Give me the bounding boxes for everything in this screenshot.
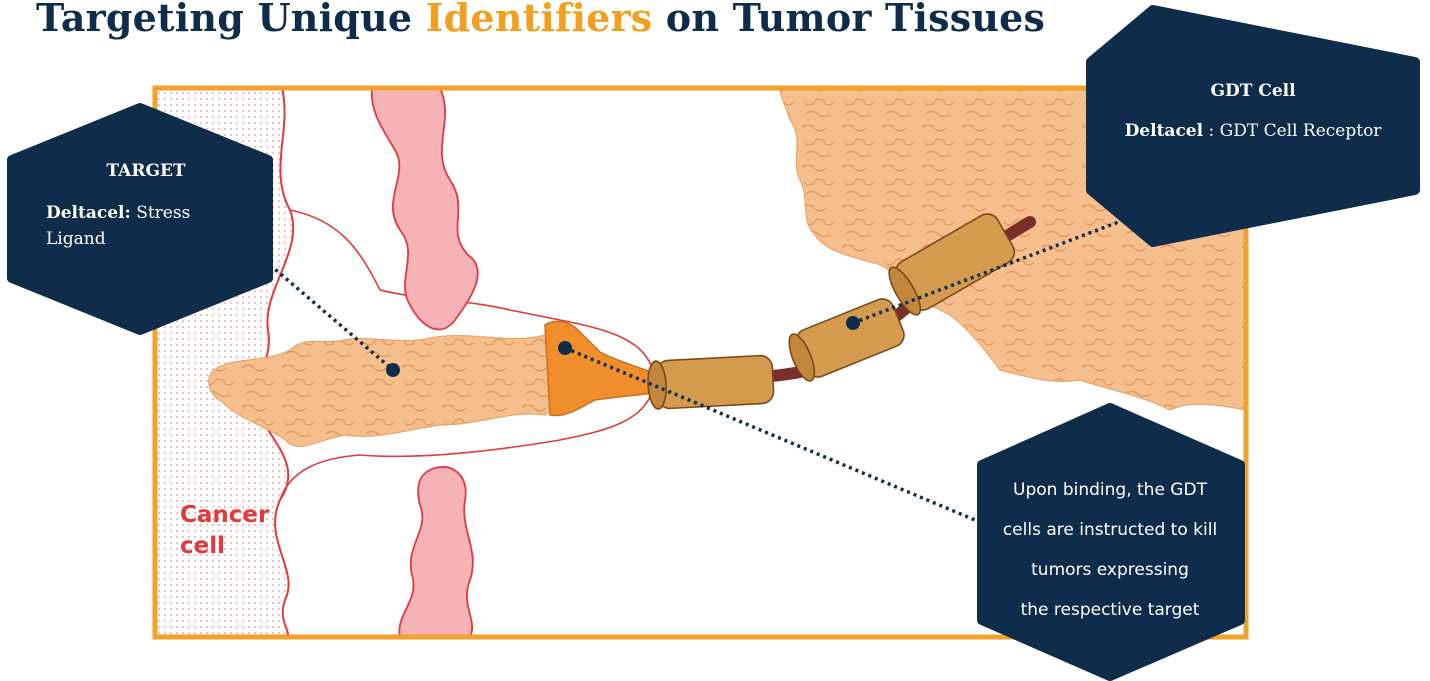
target-label: Deltacel: bbox=[46, 203, 131, 223]
pink-cell-lower bbox=[399, 467, 473, 637]
binding-marker-dot bbox=[558, 341, 572, 355]
gdt-description: : GDT Cell Receptor bbox=[1203, 121, 1381, 141]
binding-line: tumors expressing bbox=[985, 550, 1235, 590]
target-title: TARGET bbox=[46, 158, 246, 184]
binding-line: Upon binding, the GDT bbox=[985, 470, 1235, 510]
ligand-cap bbox=[545, 321, 660, 415]
binding-line: cells are instructed to kill bbox=[985, 510, 1235, 550]
target-marker-dot bbox=[386, 363, 400, 377]
pink-cell-upper bbox=[372, 88, 478, 329]
receptor-marker-dot bbox=[846, 316, 860, 330]
gdt-label: Deltacel bbox=[1125, 121, 1204, 141]
gdt-callout: GDT Cell Deltacel : GDT Cell Receptor bbox=[1098, 78, 1408, 144]
target-callout: TARGET Deltacel: Stress Ligand bbox=[46, 158, 246, 252]
cancer-cell-label: Cancer cell bbox=[180, 500, 300, 562]
binding-callout: Upon binding, the GDT cells are instruct… bbox=[985, 470, 1235, 630]
binding-line: the respective target bbox=[985, 590, 1235, 630]
gdt-title: GDT Cell bbox=[1098, 78, 1408, 104]
